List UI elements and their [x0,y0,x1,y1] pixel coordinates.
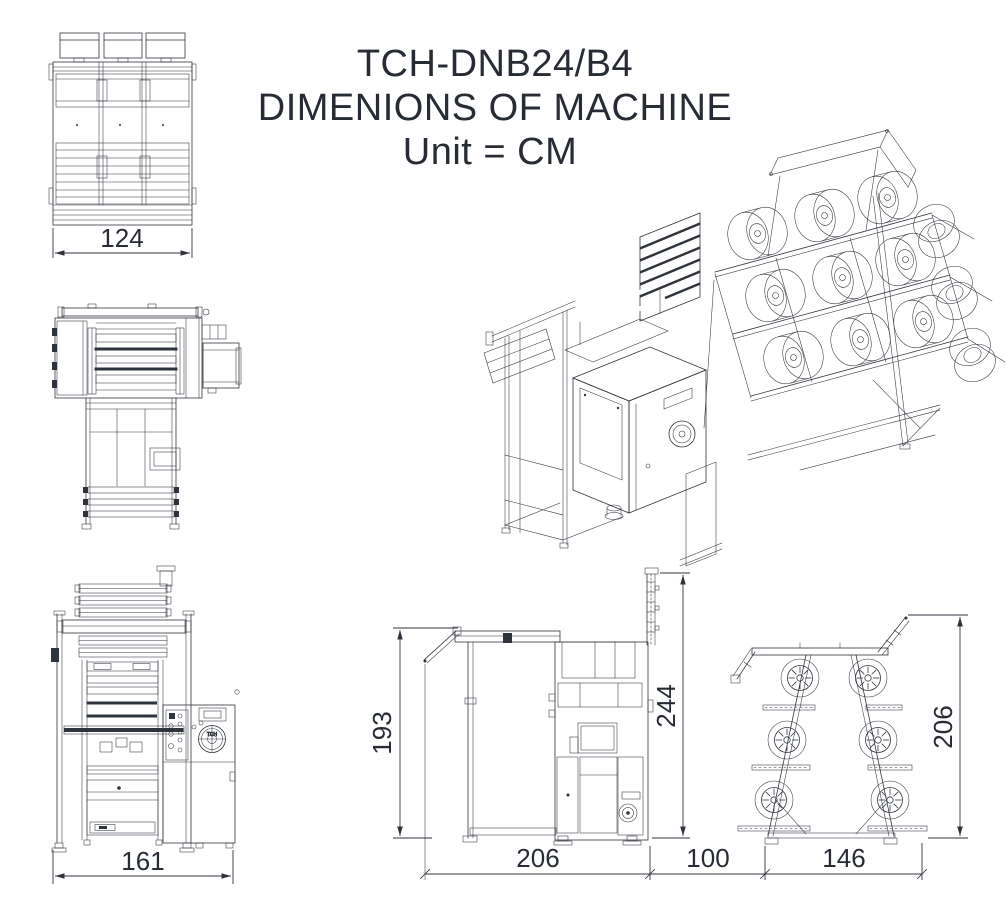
iso-creel [703,129,1006,471]
dim-label-206-depth: 206 [516,843,559,873]
handwheel-logo: TCH [198,725,226,753]
top-view-drawing [48,32,197,226]
dim-label-244: 244 [651,684,681,727]
isometric-view-drawing [483,129,1006,567]
creel-side-view-drawing [730,616,928,845]
iso-machine [483,212,723,567]
side-view-drawing [423,567,660,846]
dim-bottom-row: 206 100 146 [420,664,927,880]
dim-label-206-height: 206 [928,705,958,748]
brand-logo-text: TCH [207,732,218,738]
dim-creel-height: 206 [908,614,968,839]
title-block: TCH-DNB24/B4 DIMENIONS OF MACHINE Unit =… [258,43,732,173]
dim-label-146: 146 [822,843,865,873]
plan-view-drawing [52,303,242,530]
dim-side-stand-height: 193 [367,627,458,839]
dim-label-193: 193 [367,711,397,754]
dim-label-161: 161 [121,846,164,876]
dim-label-124: 124 [100,223,143,253]
title-unit: Unit = CM [403,131,577,173]
title-heading: DIMENIONS OF MACHINE [258,87,732,129]
dim-top-view-width: 124 [52,223,193,258]
dim-label-100: 100 [686,843,729,873]
dim-side-total-height: 244 [651,572,690,839]
title-model: TCH-DNB24/B4 [357,43,633,85]
dim-front-view-width: 161 [52,846,234,884]
front-view-drawing: TCH [51,565,240,853]
